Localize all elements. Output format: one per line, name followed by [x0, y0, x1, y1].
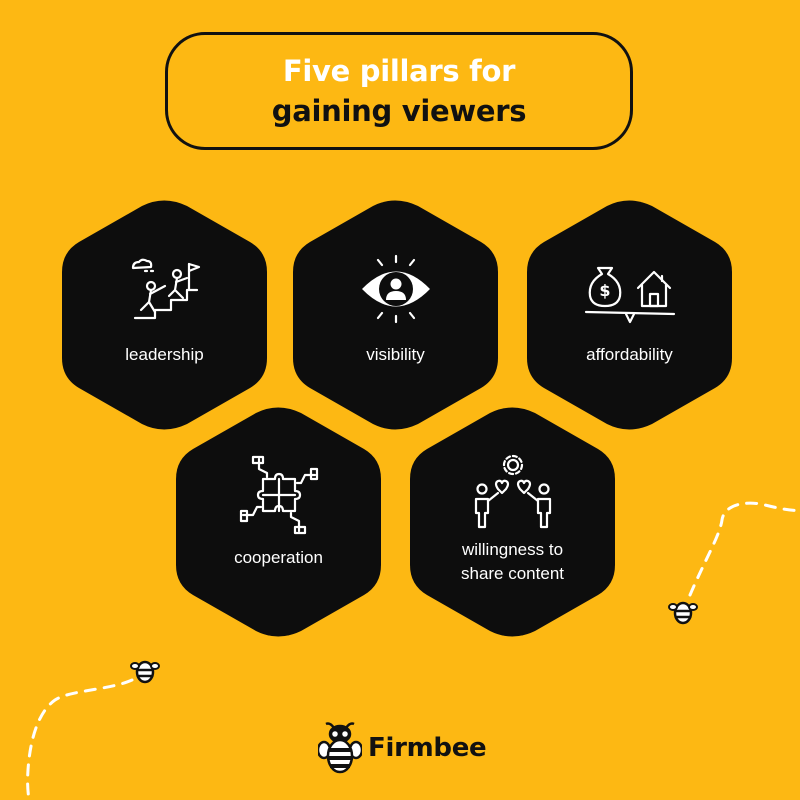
pillar-label: leadership — [125, 345, 204, 364]
eye-person-icon — [361, 254, 430, 324]
dashed-path-left — [26, 678, 134, 800]
bee-logo-icon — [318, 722, 362, 774]
pillar-label-line-2: share content — [460, 564, 564, 583]
pillar-label: cooperation — [234, 548, 323, 567]
brand-logo: Firmbee — [318, 718, 487, 778]
title-box: Five pillars for gaining viewers — [165, 32, 633, 150]
balance-money-house-icon: $ — [584, 266, 675, 324]
small-bee-icon-right — [668, 601, 698, 625]
pillar-label: visibility — [366, 345, 425, 364]
pillar-affordability: $ affordability — [527, 200, 732, 430]
pillar-label: affordability — [586, 345, 673, 364]
climbing-team-flag-icon — [131, 258, 200, 320]
hexagon-shape — [176, 407, 381, 637]
pillar-willingness-to-share-content: willingness to share content — [410, 407, 615, 637]
title-line-2: gaining viewers — [271, 94, 527, 128]
pillar-label-line-1: willingness to — [461, 540, 564, 559]
hexagon-shape — [62, 200, 267, 430]
hexagon-shape — [527, 200, 732, 430]
pillar-visibility: visibility — [293, 200, 498, 430]
pillar-leadership: leadership — [62, 200, 267, 430]
pillar-cooperation: cooperation — [176, 407, 381, 637]
title-line-1: Five pillars for — [282, 54, 516, 88]
svg-text:$: $ — [599, 281, 610, 300]
brand-name: Firmbee — [368, 733, 487, 763]
dashed-path-right — [688, 501, 800, 597]
small-bee-icon-left — [130, 660, 160, 684]
people-sharing-hearts-gear-icon — [474, 454, 551, 529]
hexagon-shape — [410, 407, 615, 637]
puzzle-hands-icon — [239, 455, 318, 535]
